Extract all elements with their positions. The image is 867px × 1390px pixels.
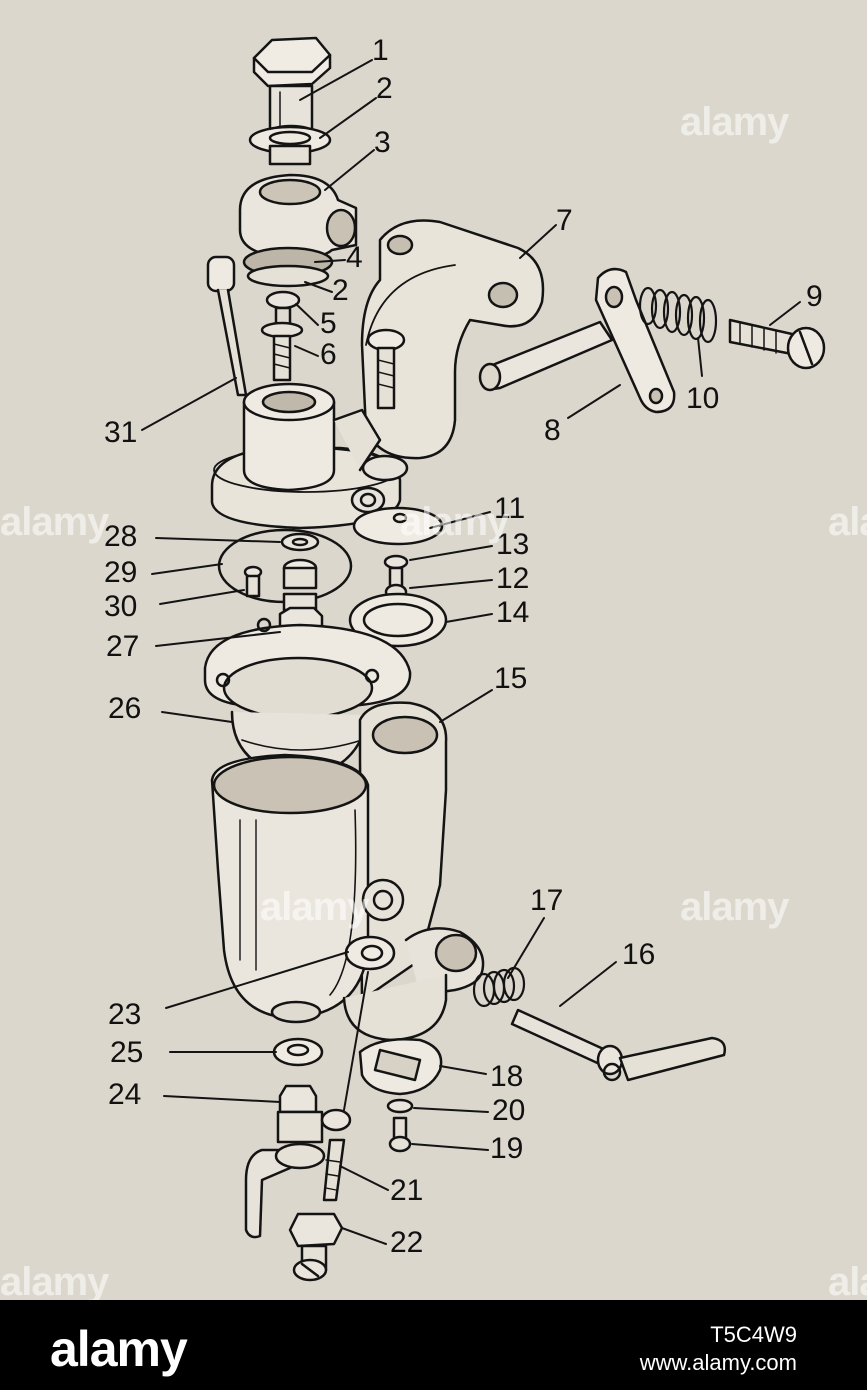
- callout-24: 24: [108, 1078, 142, 1111]
- watermark: alamy: [400, 500, 509, 544]
- part-30-screw: [243, 565, 263, 598]
- part-28-washer: [280, 532, 320, 552]
- callout-15: 15: [494, 662, 528, 695]
- callout-2b: 2: [332, 274, 349, 307]
- alamy-logo: alamy: [50, 1321, 188, 1377]
- part-15-float-chamber: [210, 701, 485, 1042]
- callout-17: 17: [530, 884, 564, 917]
- part-20-washer: [386, 1098, 414, 1114]
- callout-1: 1: [372, 34, 389, 67]
- part-21-needle: [322, 1138, 346, 1202]
- footer-bar: alamy T5C4W9 www.alamy.com: [0, 1300, 867, 1390]
- part-18-cam: [358, 1037, 443, 1096]
- carburettor-exploded-diagram: [141, 36, 826, 1282]
- callout-29: 29: [104, 556, 138, 589]
- part-tickler: [206, 255, 248, 397]
- callout-26: 26: [108, 692, 142, 725]
- callout-20: 20: [492, 1094, 526, 1127]
- callout-13: 13: [496, 528, 530, 561]
- callout-9: 9: [806, 280, 823, 313]
- part-16-rod: [510, 1008, 726, 1082]
- callout-5: 5: [320, 307, 337, 340]
- callout-2: 2: [376, 72, 393, 105]
- callout-19: 19: [490, 1132, 524, 1165]
- part-float-chamber-lid: [210, 382, 409, 530]
- part-stop-screw: [728, 318, 826, 370]
- site-url: www.alamy.com: [639, 1350, 797, 1375]
- callout-11: 11: [494, 492, 526, 525]
- diagram-page: 1 2 3 4 2 5 6 7 8 9 10 31 11 28 13 29 12…: [0, 34, 867, 1300]
- leader-lines: [141, 59, 801, 1245]
- part-spring-throttle: [638, 286, 718, 344]
- part-22-jet: [288, 1212, 344, 1282]
- callout-31: 31: [104, 416, 138, 449]
- watermark: alamy: [260, 885, 369, 929]
- callout-22: 22: [390, 1226, 424, 1259]
- part-19-screw: [388, 1116, 412, 1153]
- part-banjo-union: [238, 173, 358, 260]
- callout-14: 14: [496, 596, 530, 629]
- callout-4: 4: [346, 241, 363, 274]
- callout-3: 3: [374, 126, 391, 159]
- part-14-gasket: [348, 592, 448, 648]
- callout-25: 25: [110, 1036, 144, 1069]
- callout-16: 16: [622, 938, 656, 971]
- callout-18: 18: [490, 1060, 524, 1093]
- callout-10: 10: [686, 382, 720, 415]
- callout-21: 21: [390, 1174, 424, 1207]
- part-24-union: [244, 1084, 352, 1239]
- part-11-plate: [352, 506, 444, 546]
- part-banjo-bolt: [252, 36, 332, 140]
- watermark: alamy: [680, 885, 789, 929]
- part-elbow-screw: [366, 328, 406, 410]
- part-throttle-lever: [478, 267, 676, 414]
- callout-8: 8: [544, 414, 561, 447]
- watermark: alamy: [680, 100, 789, 144]
- callout-23: 23: [108, 998, 142, 1031]
- callout-12: 12: [496, 562, 530, 595]
- callout-28: 28: [104, 520, 138, 553]
- part-25-washer: [272, 1037, 324, 1067]
- callout-27: 27: [106, 630, 140, 663]
- callout-7: 7: [556, 204, 573, 237]
- watermark: alamy: [0, 1260, 109, 1300]
- image-id: T5C4W9: [710, 1322, 797, 1347]
- part-23-washer: [344, 935, 396, 971]
- callout-6: 6: [320, 338, 337, 371]
- part-17-spring: [472, 966, 526, 1008]
- callout-30: 30: [104, 590, 138, 623]
- watermark: alamy: [828, 1260, 867, 1300]
- watermark: alamy: [0, 500, 109, 544]
- watermark: alamy: [828, 500, 867, 544]
- part-bolt-small: [260, 290, 304, 382]
- part-13-washer: [383, 554, 409, 570]
